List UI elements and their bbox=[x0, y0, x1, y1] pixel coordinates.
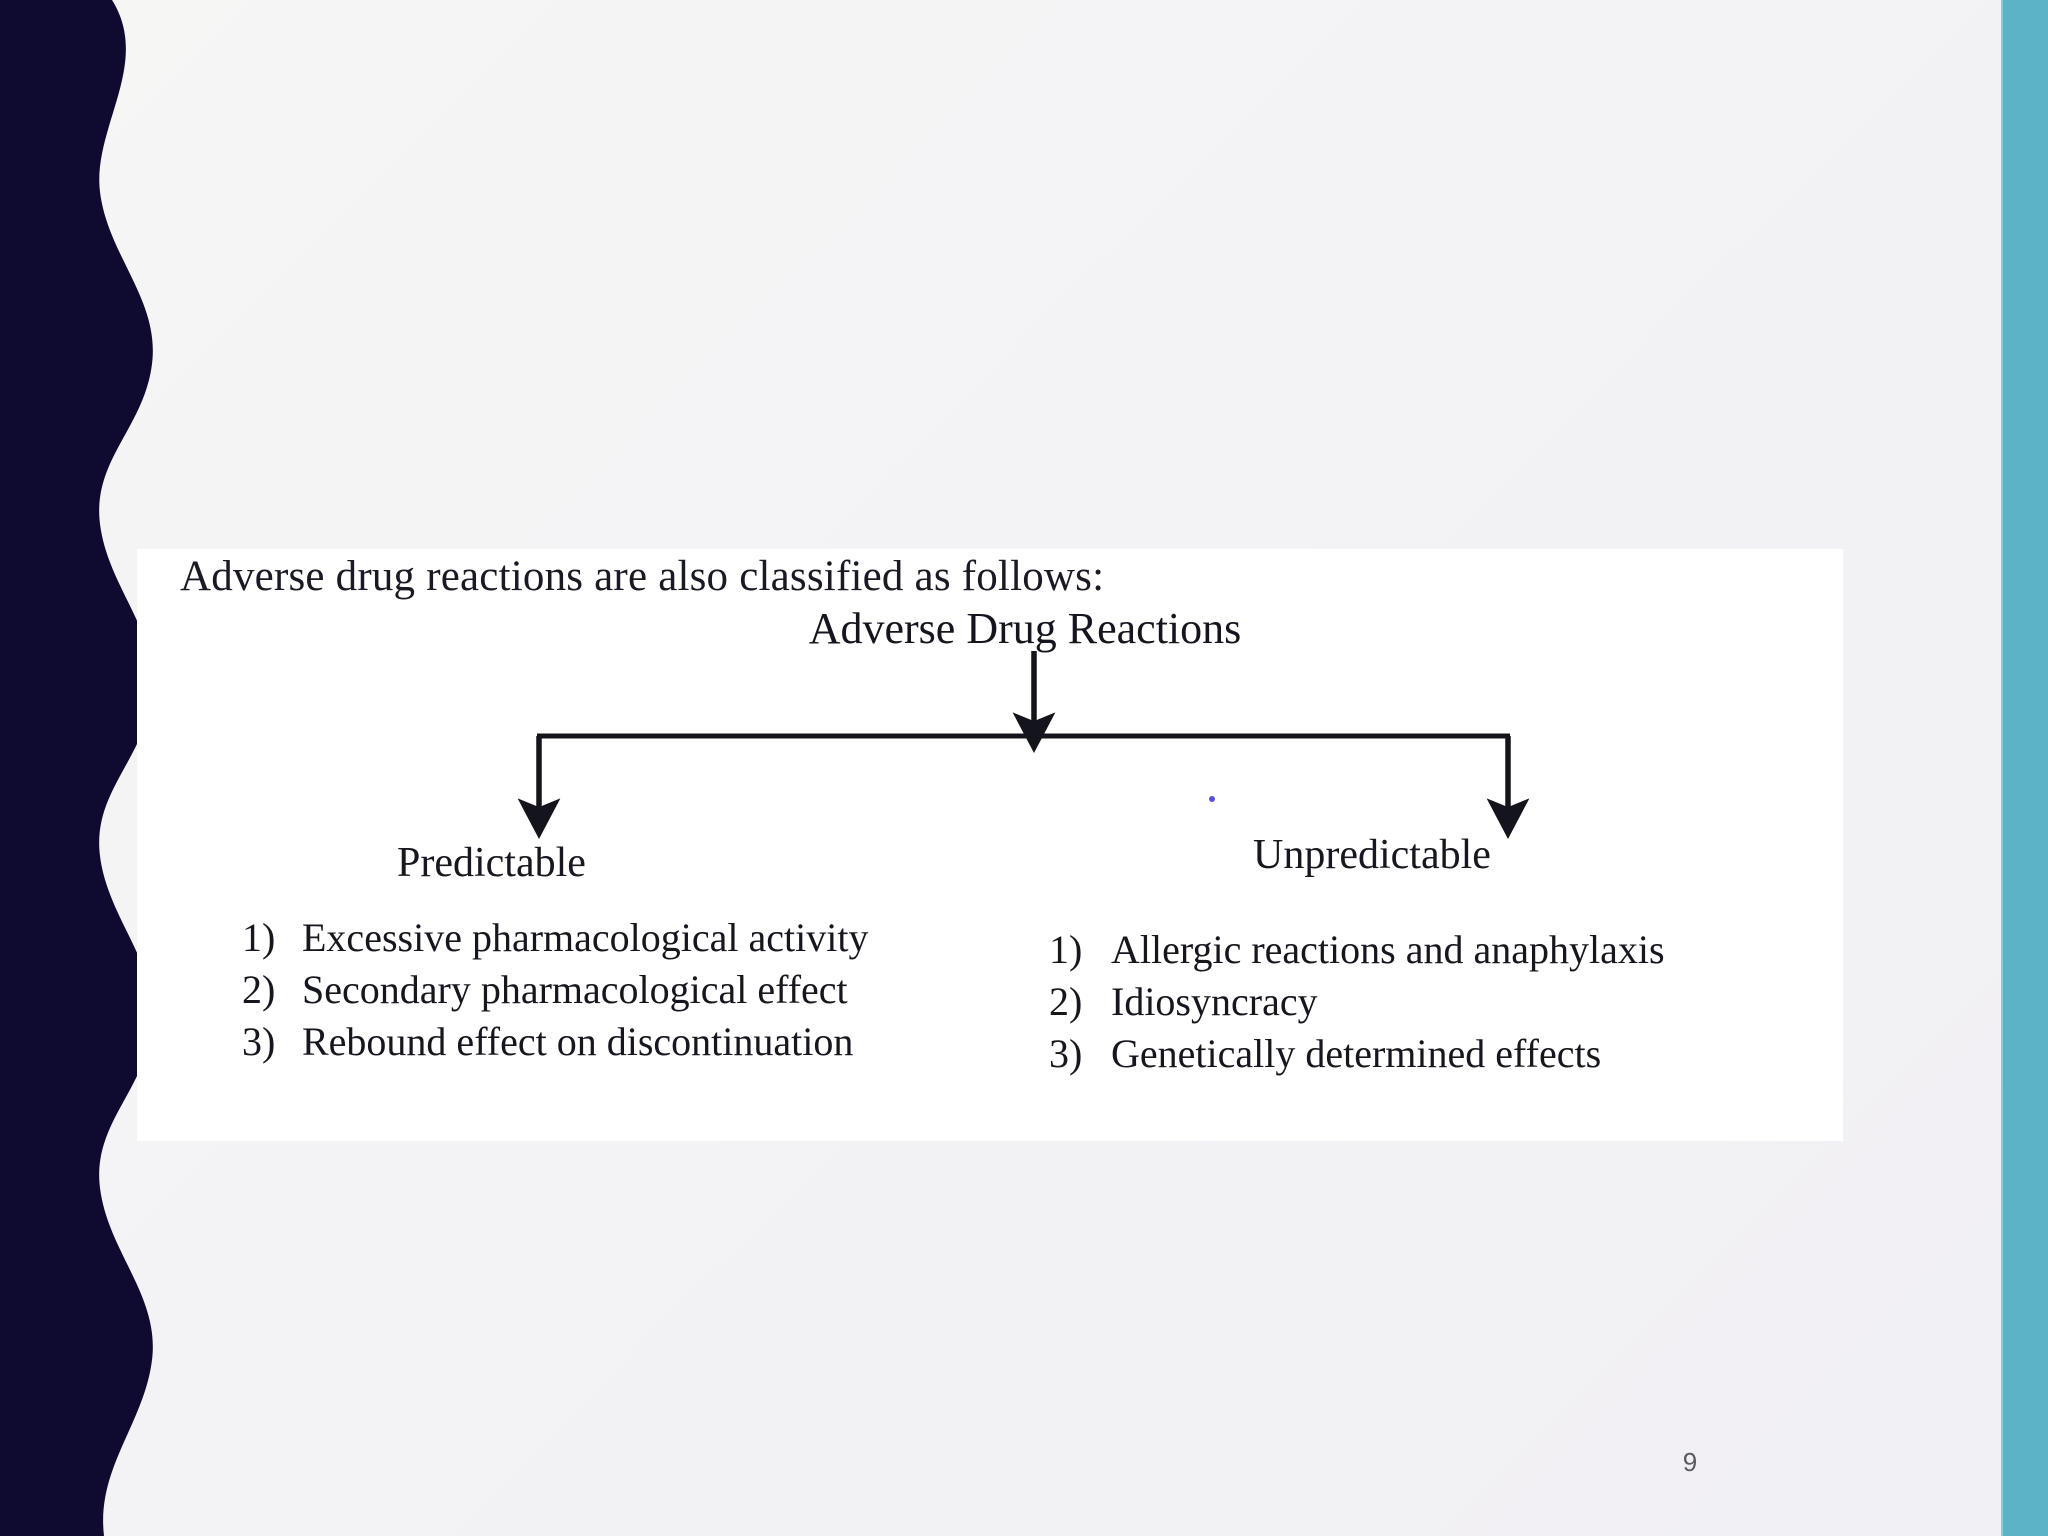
list-item-text: Idiosyncracy bbox=[1111, 979, 1318, 1024]
scan-artifact-dot bbox=[1209, 796, 1215, 802]
list-item: 2) Secondary pharmacological effect bbox=[242, 964, 868, 1016]
right-teal-band-edge bbox=[2001, 0, 2004, 1536]
right-teal-band-decoration bbox=[2003, 0, 2048, 1536]
list-item: 3) Genetically determined effects bbox=[1049, 1028, 1665, 1080]
flowchart-connectors bbox=[517, 651, 1530, 839]
list-item-text: Allergic reactions and anaphylaxis bbox=[1111, 927, 1665, 972]
list-item-number: 2) bbox=[1049, 979, 1083, 1024]
list-item-number: 1) bbox=[242, 915, 276, 960]
list-item-text: Secondary pharmacological effect bbox=[302, 967, 848, 1012]
predictable-list: 1) Excessive pharmacological activity 2)… bbox=[242, 912, 868, 1068]
branch-heading-predictable: Predictable bbox=[397, 840, 586, 886]
scan-inner: Adverse drug reactions are also classifi… bbox=[137, 549, 1843, 1141]
list-item: 1) Excessive pharmacological activity bbox=[242, 912, 868, 964]
list-item-text: Excessive pharmacological activity bbox=[302, 915, 869, 960]
branch-heading-unpredictable: Unpredictable bbox=[1253, 832, 1491, 878]
left-navy-wave-decoration bbox=[0, 0, 153, 1536]
list-item-text: Rebound effect on discontinuation bbox=[302, 1019, 854, 1064]
list-item-number: 3) bbox=[1049, 1031, 1083, 1076]
lead-sentence: Adverse drug reactions are also classifi… bbox=[180, 553, 1105, 600]
list-item-text: Genetically determined effects bbox=[1111, 1031, 1602, 1076]
list-item-number: 3) bbox=[242, 1019, 276, 1064]
list-item-number: 1) bbox=[1049, 927, 1083, 972]
scanned-content-card: Adverse drug reactions are also classifi… bbox=[137, 549, 1843, 1141]
list-item: 2) Idiosyncracy bbox=[1049, 976, 1665, 1028]
unpredictable-list: 1) Allergic reactions and anaphylaxis 2)… bbox=[1049, 924, 1665, 1080]
flowchart-root-label: Adverse Drug Reactions bbox=[808, 604, 1242, 653]
list-item: 3) Rebound effect on discontinuation bbox=[242, 1016, 868, 1068]
list-item: 1) Allergic reactions and anaphylaxis bbox=[1049, 924, 1665, 976]
page-number: 9 bbox=[1682, 1447, 1698, 1477]
list-item-number: 2) bbox=[242, 967, 276, 1012]
